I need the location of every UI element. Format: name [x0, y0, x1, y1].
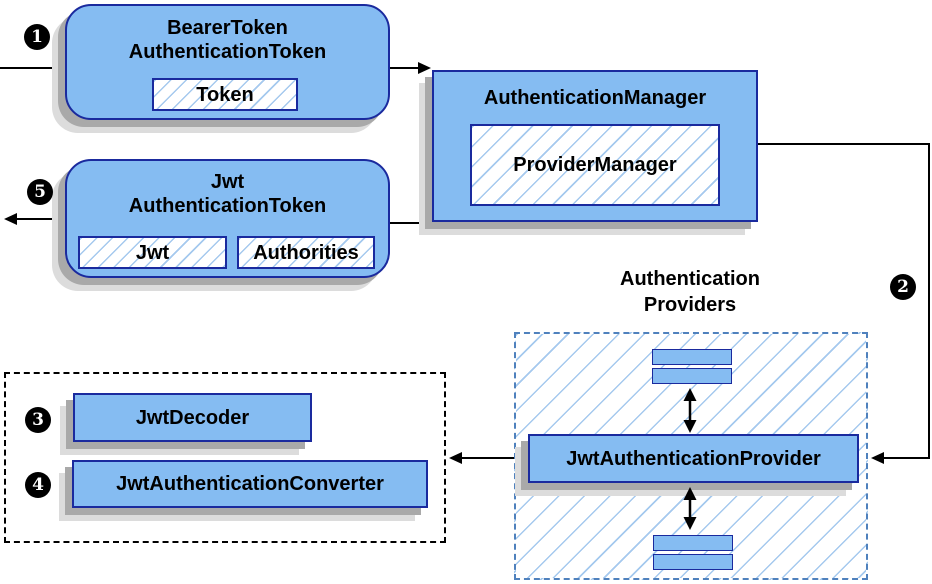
- provider-list-item: [653, 535, 733, 551]
- step-badge-2: 2: [890, 274, 916, 300]
- node-title-line1: BearerToken: [167, 17, 288, 39]
- node-title: AuthenticationManager: [483, 87, 707, 109]
- jwt-field: Jwt: [78, 236, 227, 269]
- authorities-field: Authorities: [237, 236, 375, 269]
- jwt-authentication-token-node: Jwt AuthenticationToken Jwt Authorities: [65, 159, 390, 278]
- providers-title-line1: Authentication: [620, 268, 760, 290]
- step-number: 4: [32, 475, 44, 495]
- jwt-authentication-converter-node: JwtAuthenticationConverter: [72, 460, 428, 508]
- step-number: 1: [31, 27, 43, 47]
- step-badge-1: 1: [24, 24, 50, 50]
- node-title-line1: Jwt: [210, 171, 245, 193]
- node-title-line2: AuthenticationToken: [128, 41, 327, 63]
- node-title: BearerToken AuthenticationToken: [67, 16, 388, 64]
- step-badge-5: 5: [27, 179, 53, 205]
- step-number: 2: [897, 277, 909, 297]
- providers-title-line2: Providers: [643, 294, 737, 316]
- jwt-field-label: Jwt: [135, 241, 170, 264]
- provider-node-label: JwtAuthenticationProvider: [566, 447, 821, 470]
- provider-list-item: [653, 554, 733, 570]
- token-field: Token: [152, 78, 298, 111]
- authentication-manager-node: AuthenticationManager ProviderManager: [432, 70, 758, 222]
- provider-manager-field: ProviderManager: [470, 124, 720, 206]
- jwt-decoder-node: JwtDecoder: [73, 393, 312, 442]
- jwt-authentication-provider-node: JwtAuthenticationProvider: [528, 434, 859, 483]
- jwt-decoder-label: JwtDecoder: [135, 406, 250, 429]
- step-badge-4: 4: [25, 472, 51, 498]
- node-title-line2: AuthenticationToken: [128, 195, 327, 217]
- step-number: 3: [32, 410, 44, 430]
- jwt-authentication-converter-label: JwtAuthenticationConverter: [116, 473, 384, 495]
- jwt-token-outgoing-arrow: [4, 213, 65, 225]
- authentication-providers-title: Authentication Providers: [540, 266, 840, 318]
- decoder-converter-group: [4, 372, 446, 543]
- step-number: 5: [34, 182, 46, 202]
- token-field-label: Token: [196, 83, 254, 106]
- provider-manager-label: ProviderManager: [513, 154, 677, 176]
- step-badge-3: 3: [25, 407, 51, 433]
- provider-list-item: [652, 368, 732, 384]
- authorities-field-label: Authorities: [253, 241, 359, 264]
- node-title: Jwt AuthenticationToken: [67, 170, 388, 218]
- provider-list-item: [652, 349, 732, 365]
- bearer-token-authentication-token-node: BearerToken AuthenticationToken Token: [65, 4, 390, 120]
- bearer-to-manager-arrow: [390, 62, 431, 74]
